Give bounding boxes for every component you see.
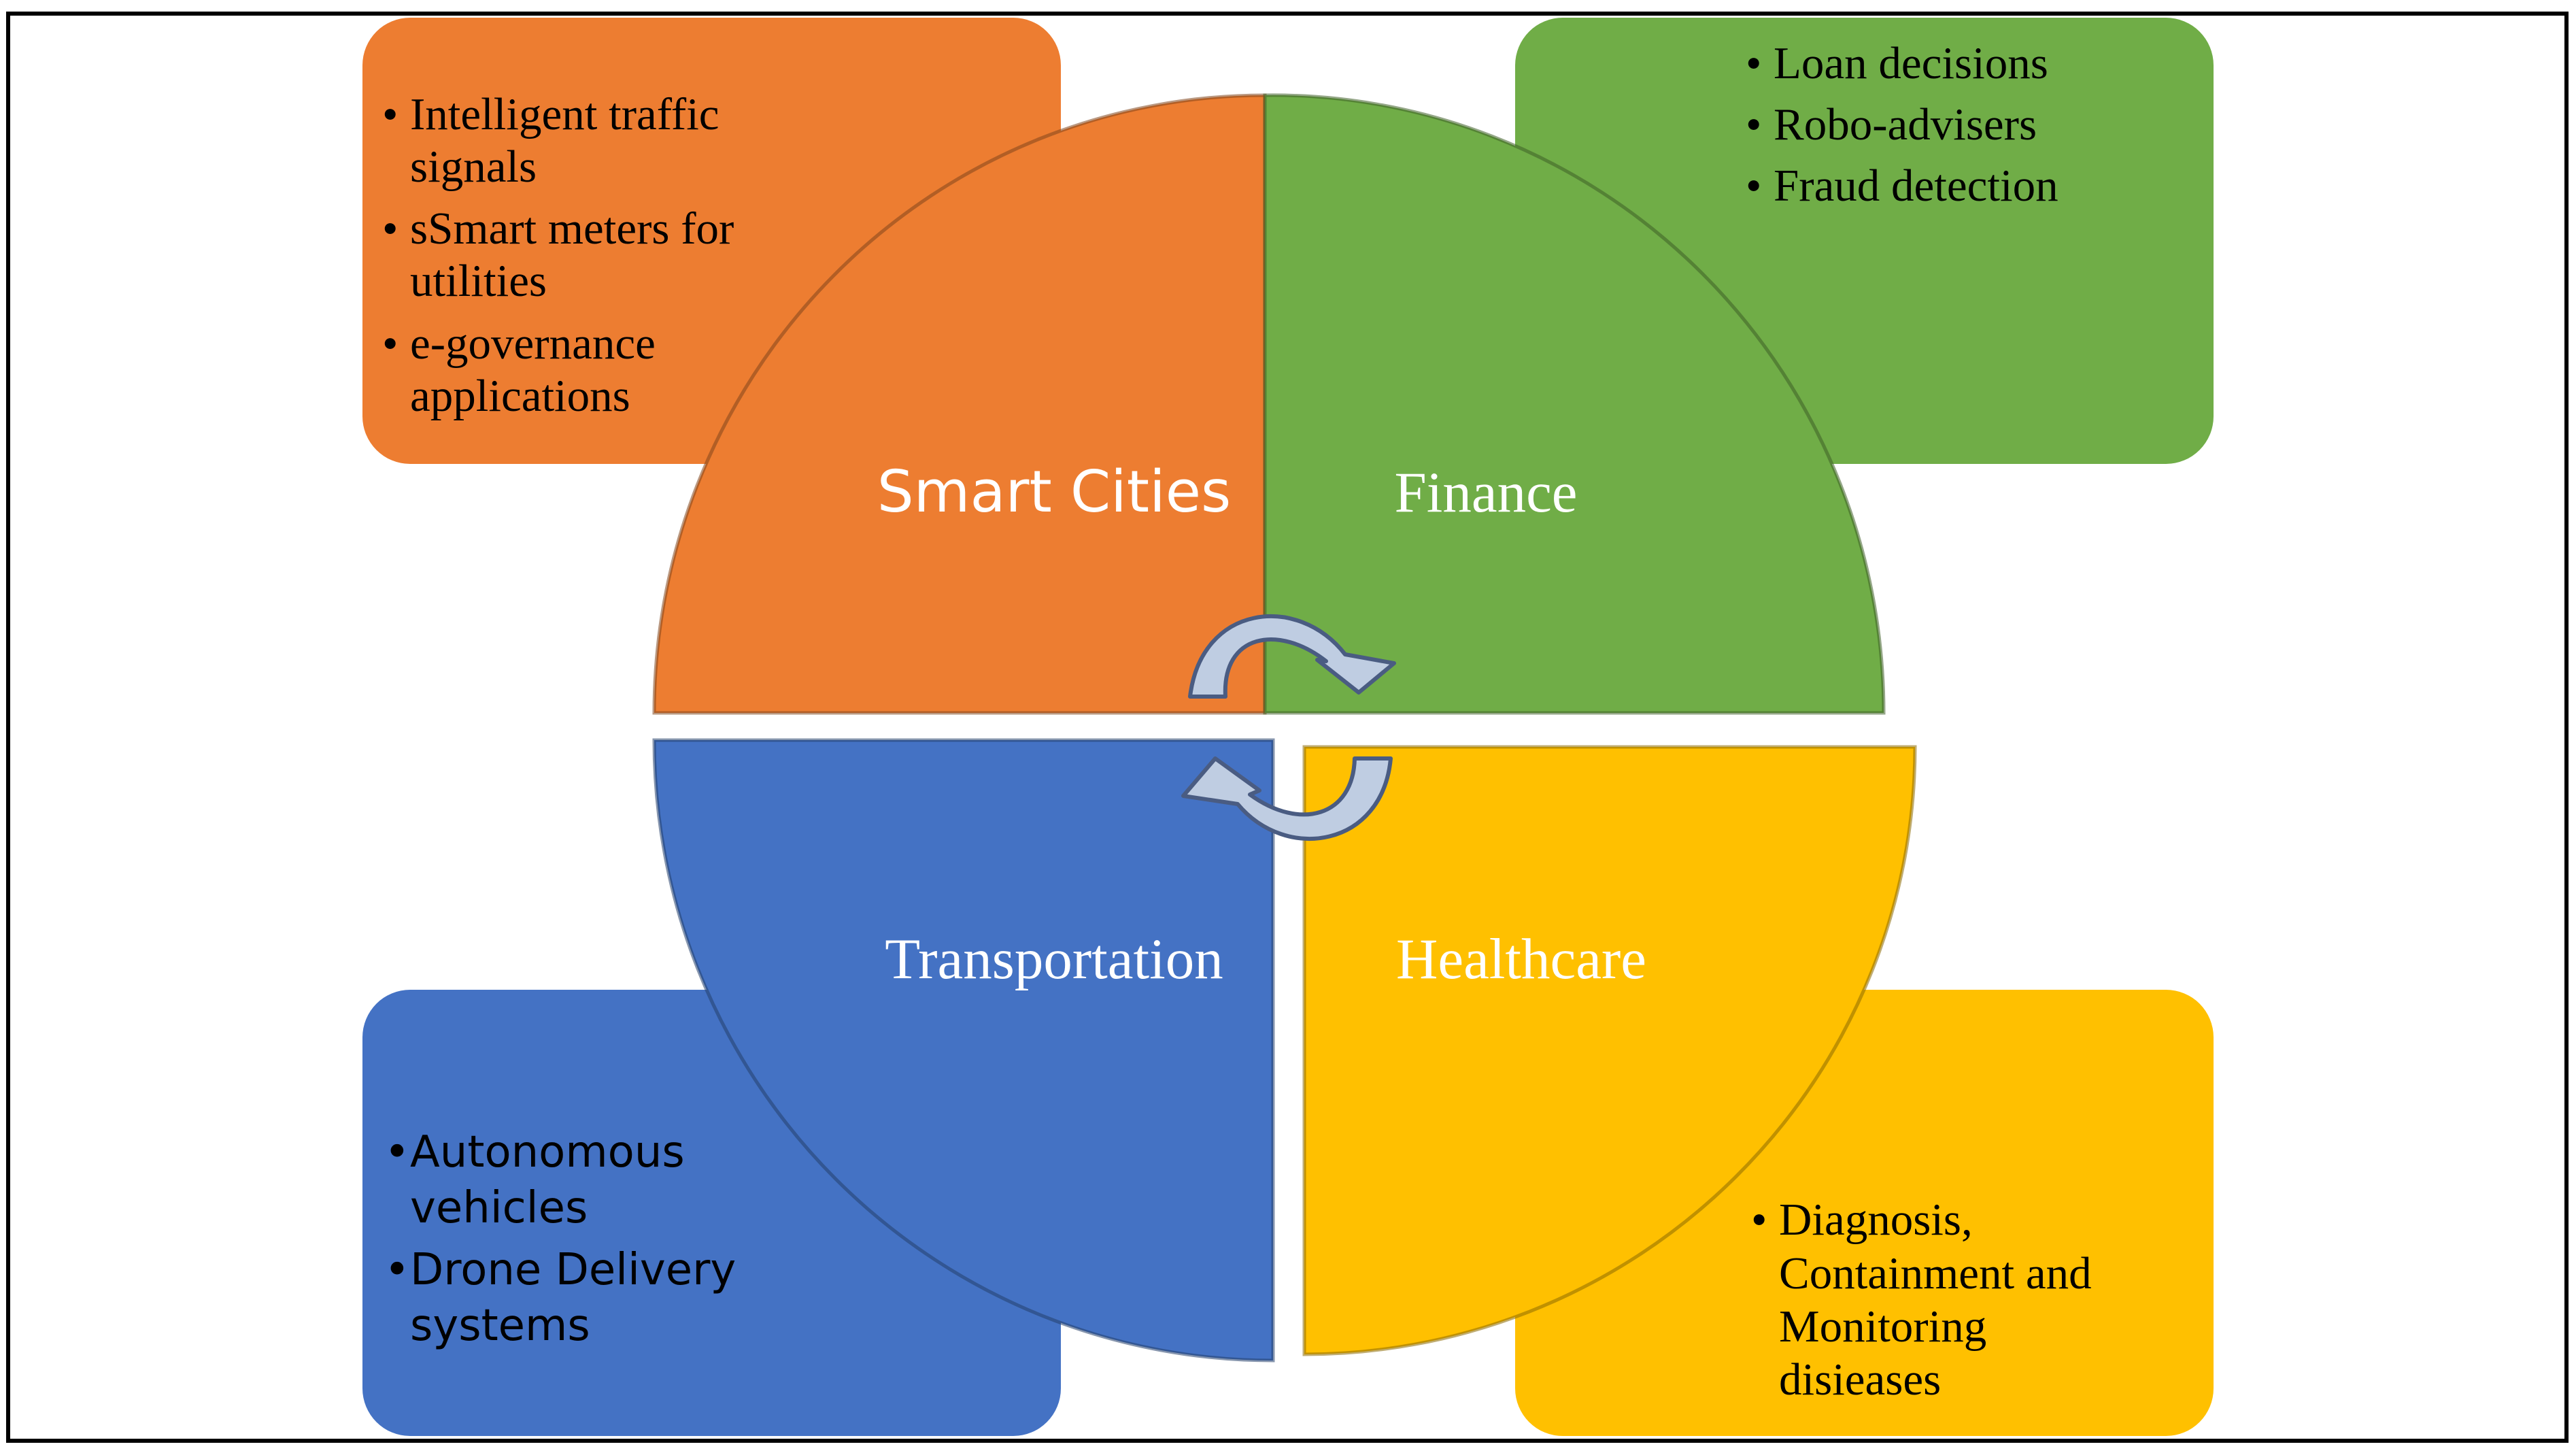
smart-cities-bullet-2-line-1: sSmart meters for xyxy=(410,203,734,254)
bullet-dot: • xyxy=(382,89,398,139)
bullet-dot: • xyxy=(1746,38,1761,88)
healthcare-bullet-1-line-1: Diagnosis, xyxy=(1779,1195,1973,1245)
bullet-dot: • xyxy=(384,1127,410,1178)
transportation-bullet-list: • Autonomous vehicles • Drone Delivery s… xyxy=(384,1127,736,1351)
transportation-bullet-2-line-1: Drone Delivery xyxy=(410,1245,736,1295)
finance-label: Finance xyxy=(1394,461,1577,524)
healthcare-bullet-1-line-4: disieases xyxy=(1779,1354,1941,1405)
transportation-bullet-1-line-2: vehicles xyxy=(410,1183,588,1233)
bullet-dot: • xyxy=(1746,99,1761,150)
finance-bullet-1: Loan decisions xyxy=(1774,38,2048,88)
bullet-dot: • xyxy=(1751,1195,1767,1245)
smart-cities-quadrant xyxy=(652,93,1267,715)
finance-quadrant xyxy=(1263,93,1886,715)
curved-arrow-counterclockwise-icon xyxy=(1181,756,1393,841)
healthcare-bullet-1-line-3: Monitoring xyxy=(1779,1301,1986,1352)
finance-bullet-2: Robo-advisers xyxy=(1774,99,2037,150)
healthcare-label: Healthcare xyxy=(1396,927,1646,991)
smart-cities-bullet-1-line-1: Intelligent traffic xyxy=(410,89,719,139)
transportation-bullet-2-line-2: systems xyxy=(410,1301,590,1351)
frame-border xyxy=(6,12,2569,1443)
smart-cities-bullet-3-line-1: e-governance xyxy=(410,318,656,369)
healthcare-bullet-list: • Diagnosis, Containment and Monitoring … xyxy=(1751,1195,2092,1405)
bullet-dot: • xyxy=(1746,161,1761,211)
smart-cities-bullet-3-line-2: applications xyxy=(410,371,630,421)
smart-cities-label: Smart Cities xyxy=(877,458,1232,526)
finance-bullet-list: • Loan decisions • Robo-advisers • Fraud… xyxy=(1746,38,2058,211)
smart-cities-bullet-list: • Intelligent traffic signals • sSmart m… xyxy=(382,89,734,421)
healthcare-bullet-1-line-2: Containment and xyxy=(1779,1248,2092,1299)
transportation-label: Transportation xyxy=(885,927,1223,991)
curved-arrow-clockwise-icon xyxy=(1188,614,1396,699)
transportation-quadrant xyxy=(652,738,1275,1363)
smart-cities-bullet-2-line-2: utilities xyxy=(410,256,547,306)
healthcare-quadrant xyxy=(1302,745,1917,1356)
transportation-bullet-1-line-1: Autonomous xyxy=(410,1127,685,1178)
bullet-dot: • xyxy=(382,318,398,369)
bullet-dot: • xyxy=(384,1245,410,1295)
bullet-dot: • xyxy=(382,203,398,254)
smart-cities-bullet-1-line-2: signals xyxy=(410,141,537,192)
finance-bullet-3: Fraud detection xyxy=(1774,161,2058,211)
